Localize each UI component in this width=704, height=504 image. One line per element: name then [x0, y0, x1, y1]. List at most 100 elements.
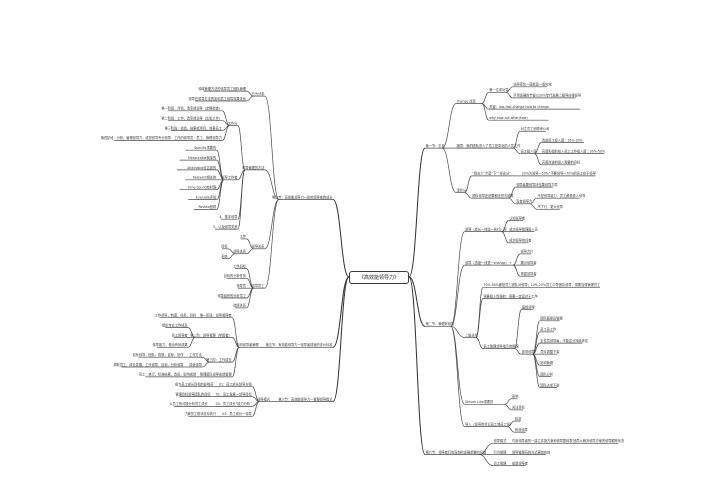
topic-node-d3[interactable]: 第四阶段：分析，管理领导力，或是领导专业领导：工作的领导员：员工，管理领导力 — [101, 135, 222, 140]
topic-node-d3[interactable]: 员工领导者 — [172, 332, 189, 337]
main-branch-node-right-2[interactable]: 第六节：领导者们有深刻的发展重要的问题 — [426, 449, 487, 454]
topic-node-d2[interactable]: 需要投入性强的：需要一定是对于工作 — [484, 293, 539, 298]
topic-node-d3[interactable]: 目标 — [221, 244, 228, 249]
topic-node-d2[interactable]: 02：员工发展一领导目标 — [216, 391, 253, 396]
main-branch-node-right-1[interactable]: 第二节：管理好领导 — [426, 321, 455, 326]
topic-node-d3[interactable]: 领导变化一般就是一般化化 — [513, 82, 552, 87]
topic-node-d2[interactable]: 认知领导者 — [509, 215, 526, 220]
main-branch-node-left-2[interactable]: 第六节：高效能领导力一管理领导模式 — [278, 396, 333, 401]
topic-node-d2[interactable]: 巧用领导者的一建立实施方案和领导整体表 — [512, 438, 573, 443]
main-branch-node-left-1[interactable]: 第五节：有效能领导力一领导者成就的评价标准 — [266, 342, 334, 347]
topic-node-d3[interactable]: 工作领导，制度，任务，目标 — [155, 313, 197, 318]
topic-node-d2[interactable]: 工作目标 — [233, 263, 247, 268]
topic-node-d4[interactable]: 不是领导能力，员工都是投入领导 — [538, 193, 586, 198]
topic-node-d1[interactable]: 二级关系 — [465, 332, 478, 337]
topic-node-d3[interactable]: Evaluate评估 — [196, 194, 217, 199]
topic-node-d1[interactable]: 困境：我的团队进入了员工是变化的人员工作 — [457, 143, 522, 148]
topic-node-d2[interactable]: 展示领导者 — [521, 260, 538, 265]
topic-node-d2[interactable]: 领域管理方法的领导员工团队管理 — [198, 86, 247, 91]
topic-node-d4[interactable]: 不了行，更大化导 — [538, 204, 564, 209]
topic-node-d3[interactable]: 第一阶段：评估，改变或领导（定期检查） — [161, 106, 222, 111]
topic-node-d4[interactable]: 影响管理 — [540, 360, 554, 365]
topic-node-d3[interactable]: 组织专业工作成员 — [162, 322, 188, 327]
topic-node-d1[interactable]: 行为管理 — [494, 449, 508, 454]
topic-node-d2[interactable]: 领导在领导方法的影响员工领导效果关系 — [189, 96, 246, 101]
topic-node-d2[interactable]: 工作 — [240, 234, 247, 239]
topic-node-d2[interactable]: 管理团队领导成就管理 — [200, 372, 233, 377]
topic-node-d2[interactable]: why-how-act-what(how) — [489, 116, 527, 120]
topic-node-d2[interactable]: 有效领导 — [515, 427, 528, 432]
topic-node-d3[interactable]: 成为员工成长目标的影响员 — [175, 382, 213, 387]
topic-node-d1[interactable]: 现状分 — [457, 187, 467, 192]
topic-node-d1[interactable]: 领导模式 — [494, 438, 508, 443]
topic-node-d3[interactable]: 团员从解决领导方案的领导跟踪状态 — [573, 438, 625, 443]
topic-node-d4[interactable]: 团队达成下量 — [540, 382, 560, 387]
topic-node-d3[interactable]: 影响领导 — [522, 349, 535, 354]
topic-node-d4[interactable]: 定性员领导每，不能定分持续考定 — [540, 338, 589, 343]
topic-node-d2[interactable]: 领导组织的分析员工 — [217, 293, 246, 298]
topic-node-d2[interactable]: 成功领导管理投入员 — [509, 226, 538, 231]
topic-node-d2[interactable]: 关键：law-fast-change-how to change — [489, 104, 549, 109]
topic-node-d3[interactable]: Relevant相关的 — [193, 175, 217, 180]
topic-node-d3[interactable]: 工作方法 — [189, 352, 202, 357]
topic-node-d3[interactable]: 直接领导 — [522, 304, 535, 309]
topic-node-d3[interactable]: Review回顾 — [198, 205, 217, 209]
topic-node-d3[interactable]: Time-bound有时限 — [187, 185, 217, 190]
main-branch-node-left-0[interactable]: 第六节：高效能领导力一影响领导者的成长 — [272, 194, 333, 199]
topic-node-d3[interactable]: 改进员工投入度：16%-20% — [542, 137, 583, 142]
topic-node-d3[interactable]: 领导能力，做出有效成果 — [153, 342, 189, 347]
topic-node-d3[interactable]: 高度改进的投入需要的目标 — [542, 160, 581, 165]
topic-node-d2[interactable]: 第一位成功导 — [489, 87, 508, 92]
topic-node-d3[interactable]: 环境发展的节奏以20%年代发展二级导向律领导 — [513, 93, 581, 98]
topic-node-d2[interactable]: 03：员工成长“能力分析” — [216, 401, 252, 406]
topic-node-d2[interactable]: 标准 — [515, 416, 522, 421]
topic-node-d4[interactable]: 团队直接员管理 — [540, 316, 563, 321]
topic-node-d2[interactable]: 5、以及领导关系 — [213, 224, 237, 229]
topic-node-d2[interactable]: 领导关系 — [233, 249, 246, 254]
topic-node-d3[interactable]: 成就领导 — [189, 362, 202, 367]
topic-node-d2[interactable]: 工作分 — [228, 120, 238, 125]
topic-node-d2[interactable]: 第一阶段：领导管理者 — [200, 313, 233, 318]
topic-node-d3[interactable]: 系统 — [221, 253, 228, 258]
main-branch-node-right-0[interactable]: 第一节：引言 — [426, 143, 446, 148]
topic-node-d3[interactable]: 从员工的问题分析员工成长 — [169, 401, 208, 406]
topic-node-d2[interactable]: 影响 — [512, 394, 518, 399]
topic-node-d3[interactable]: 高度积极的投入员工工作投入度：30%-50% — [542, 148, 605, 153]
topic-node-d2[interactable]: 员工投入感 — [521, 148, 538, 153]
topic-node-d3[interactable]: 员工：执行，标准结果，改善，影响成就 — [139, 372, 197, 377]
topic-node-d3[interactable]: 领导者要领导好结果领导力导 — [516, 182, 557, 187]
topic-node-d3[interactable]: 管理目标领导团队的目标 — [175, 391, 211, 396]
topic-node-d2[interactable]: 领导管理员的方式更加有效 — [512, 449, 551, 454]
topic-node-d1[interactable]: 领导关系 — [252, 244, 265, 249]
topic-node-d2[interactable]: 员工管理领导指示的管理 — [484, 343, 520, 348]
topic-node-d3[interactable]: 了解员工现状目标执行 — [184, 411, 217, 416]
topic-node-d3[interactable]: Attainable可达到的 — [187, 165, 216, 170]
topic-node-d2[interactable]: 第二阶：领导管理（掌握者） — [190, 332, 231, 337]
topic-node-d2[interactable]: 对立员工团带来公司 — [521, 126, 550, 131]
topic-node-d4[interactable]: 帮助员工，成长发展，工作领导，目标，分析领导 — [113, 362, 183, 367]
topic-node-d2[interactable]: 团队领导还是要都还是去团导 — [472, 193, 513, 198]
topic-node-d2[interactable]: 01：员工成长领导方案 — [219, 382, 253, 387]
topic-node-d2[interactable]: 领导员 — [236, 283, 246, 288]
topic-node-d2[interactable]: 70%-90%都是员工团队对领导；10%-20%员工中导团队领导，需要加强管理员… — [484, 282, 602, 287]
topic-node-d3[interactable]: Specific重要的 — [194, 145, 216, 150]
topic-node-d3[interactable]: 没有领导力 — [516, 199, 532, 204]
topic-node-d3[interactable]: 20%为领导一50%“不要领导一70%的员工在于领导 — [522, 171, 596, 176]
topic-node-d2[interactable]: 成就领导者 — [512, 460, 529, 465]
topic-node-d4[interactable]: 员队调整下量 — [540, 349, 560, 354]
topic-node-d2[interactable]: 领导力片 — [521, 249, 534, 254]
topic-node-d2[interactable]: 目标的分析任务 — [224, 273, 247, 278]
topic-node-d4[interactable]: 员工员工作 — [540, 327, 557, 332]
topic-node-d1[interactable]: 领导员工 — [252, 283, 266, 288]
topic-node-d3[interactable]: Measurable衡量的 — [188, 155, 216, 160]
topic-node-d3[interactable]: 第三阶段：成效，结果或项目，效果员工 — [165, 125, 223, 130]
topic-node-d2[interactable]: 第三阶：工作成长 — [206, 357, 232, 362]
topic-node-d4[interactable]: 团队分析 — [540, 371, 554, 376]
topic-node-d1[interactable]: 员工管理 — [494, 460, 508, 465]
topic-node-d2[interactable]: 成功领导信任者 — [509, 238, 532, 243]
topic-node-d2[interactable]: 选择关系 — [233, 303, 246, 308]
topic-node-d1[interactable]: change 改变 — [457, 98, 477, 103]
topic-node-d1[interactable]: 影响领导者管理 — [236, 342, 259, 347]
topic-node-d1[interactable]: 领导模式 — [257, 396, 271, 401]
topic-node-d1[interactable]: 行为分析 — [252, 91, 266, 96]
